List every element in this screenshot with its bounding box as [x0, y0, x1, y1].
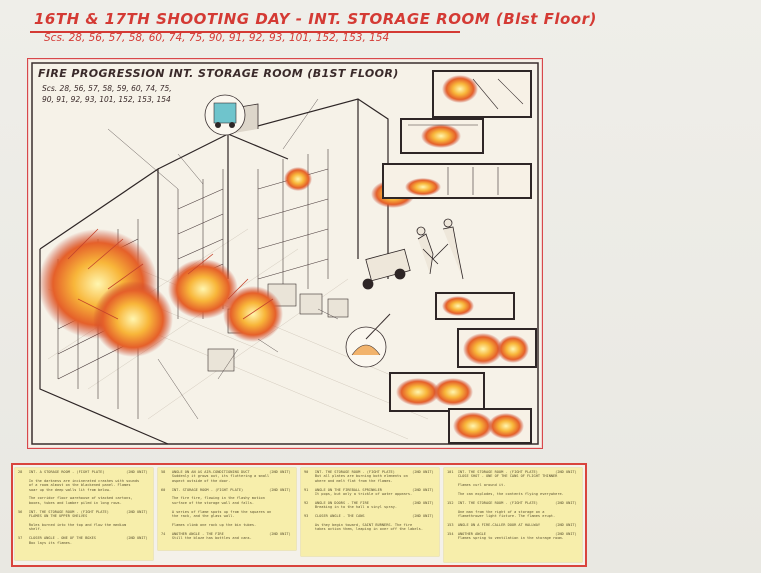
script-line: boxes, tubes and lumber piled in long ro…	[18, 500, 122, 505]
panel-6	[389, 372, 485, 412]
script-line: shelf.	[18, 527, 42, 532]
storage-room-drawing	[31, 62, 539, 445]
script-line: CLOSE SHOT - ONE OF THE CANS OF FLIGHT T…	[447, 474, 558, 479]
script-line: 74 ANOTHER ANGLE - THE FIRE (2ND UNIT)	[161, 531, 291, 536]
script-line: surface of the storage wall and falls.	[161, 500, 255, 505]
script-line: 91 ANGLE ON THE FIREBALL SPRINKLER (2ND …	[304, 487, 434, 492]
script-line: the rack, and the glass wall.	[161, 514, 235, 519]
script-line: As they begin toward, SAINT BURNERS. The…	[304, 522, 413, 527]
script-line: In the darkness are incinerated crashes …	[18, 478, 140, 483]
fire-progression-illustration: FIRE PROGRESSION INT. STORAGE ROOM (B1ST…	[27, 58, 543, 449]
script-line: One man from the right of a storage on a	[447, 509, 545, 514]
illustration-scenes-2: 90, 91, 92, 93, 101, 152, 153, 154	[42, 95, 171, 104]
script-line: 154 ANOTHER ANGLE (2ND UNIT)	[447, 531, 577, 536]
scene-numbers: Scs. 28, 56, 57, 58, 60, 74, 75, 90, 91,…	[44, 32, 390, 44]
script-line: 92 ANGLE ON DOORS - THE FIRE (2ND UNIT)	[304, 500, 434, 505]
script-line: 58 ANGLE ON AN AS AIR-CONDITIONING DUCT …	[161, 470, 291, 474]
script-line: soar up the deep walls lit from below.	[18, 487, 112, 492]
script-line: Box lays its flames.	[18, 540, 73, 545]
script-line: 101 INT. THE STORAGE ROOM - (FIGHT PLATE…	[447, 470, 577, 474]
script-line: of a room almost on the blackened panel.…	[18, 483, 131, 488]
panel-5	[457, 328, 537, 368]
script-line: 153 ANGLE ON A FIRE-CALLER DOOR AT HALLW…	[447, 522, 577, 527]
script-line: But all plates are burning both elements…	[304, 474, 408, 479]
script-page-2	[158, 468, 296, 550]
illustration-scenes-1: Scs. 28, 56, 57, 58, 59, 60, 74, 75,	[42, 84, 172, 93]
script-line: Flames spring to ventilation in the stor…	[447, 536, 564, 541]
title-underline	[30, 31, 460, 33]
script-line: A series of flame spots up from the squa…	[161, 509, 272, 514]
script-column-4: 101 INT. THE STORAGE ROOM - (FIGHT PLATE…	[444, 468, 584, 562]
machine-inset	[204, 94, 246, 136]
shooting-day-title: 16TH & 17TH SHOOTING DAY - INT. STORAGE …	[34, 10, 597, 28]
script-line: The can explodes, the contents flying ev…	[447, 492, 564, 497]
script-page-1	[15, 468, 153, 560]
script-line: flamethrower light fixture. The flames e…	[447, 514, 556, 519]
illustration-title: FIRE PROGRESSION INT. STORAGE ROOM (B1ST…	[38, 67, 399, 80]
script-line: FLAMES ON THE UPPER SHELVES	[18, 514, 88, 519]
script-line: aspect outside of the door.	[161, 478, 231, 483]
script-line: 152 INT. THE STORAGE ROOM - (FIGHT PLATE…	[447, 500, 577, 505]
panel-4	[435, 292, 515, 320]
panel-7	[448, 408, 532, 444]
script-line: Flames climb one rack up the bin tubes.	[161, 522, 257, 527]
script-line: where and melt flat from the flames.	[304, 478, 393, 483]
script-line: Still the blaze has bottles and cans.	[161, 536, 252, 541]
script-pages-strip: 28 INT. A STORAGE ROOM - (FIGHT PLATE) (…	[11, 463, 587, 567]
script-line: 57 CLOSER ANGLE - ONE OF THE BOXES (2ND …	[18, 536, 148, 541]
script-line: Roles burned into the top and flow the m…	[18, 522, 127, 527]
script-line: 60 INT. STORAGE ROOM - (FIGHT PLATE) (2N…	[161, 487, 291, 492]
script-line: It pops, but only a trickle of water app…	[304, 492, 413, 497]
script-line: 90 INT. THE STORAGE ROOM - (FIGHT PLATE)…	[304, 470, 434, 474]
panel-3	[382, 163, 532, 199]
script-line: Breaking in to the hall a vinyl spray.	[304, 505, 398, 510]
script-line: 93 CLOSER ANGLE - THE CANS (2ND UNIT)	[304, 514, 434, 519]
script-page-4	[444, 468, 582, 562]
script-line: Flames curl around it.	[447, 483, 506, 488]
script-line: Suddenly it grows out, its fluttering a …	[161, 474, 270, 479]
script-column-1: 28 INT. A STORAGE ROOM - (FIGHT PLATE) (…	[15, 468, 155, 562]
script-line: 56 INT. THE STORAGE ROOM - (FIGHT PLATE)…	[18, 509, 148, 514]
panel-1	[432, 70, 532, 118]
script-page-3	[301, 468, 439, 556]
script-line: 28 INT. A STORAGE ROOM - (FIGHT PLATE) (…	[18, 470, 148, 474]
panel-2	[400, 118, 484, 154]
script-line: The corridor floor warehouse of stacked …	[18, 496, 133, 501]
script-column-3: 90 INT. THE STORAGE ROOM - (FIGHT PLATE)…	[301, 468, 441, 562]
script-line: takes action them, leaping in over off t…	[304, 527, 423, 532]
sprinkler-inset	[345, 313, 391, 368]
script-line: The fire fire, flowing in the flashy mot…	[161, 496, 265, 501]
script-column-2: 58 ANGLE ON AN AS AIR-CONDITIONING DUCT …	[158, 468, 298, 562]
